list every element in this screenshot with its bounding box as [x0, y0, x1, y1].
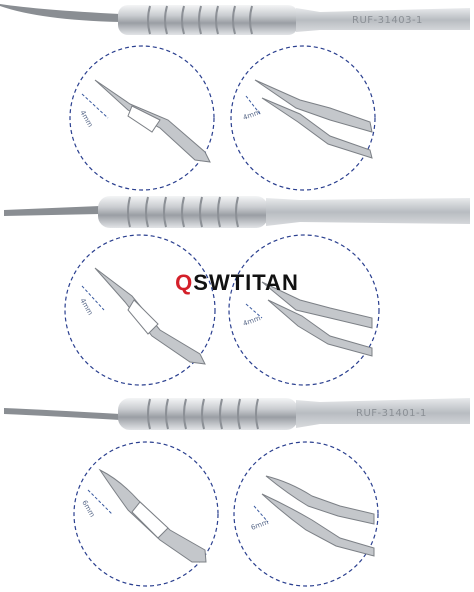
detail-3a-circle — [73, 441, 219, 587]
detail-1a-measure-line — [81, 93, 109, 119]
detail-2a-measure: 4mm — [78, 297, 94, 317]
brand-watermark: QSWTITAN — [0, 270, 474, 296]
detail-1a-measure: 4mm — [78, 109, 94, 129]
instrument-1-label: RUF-31403-1 — [352, 15, 423, 26]
detail-1b-circle — [230, 45, 376, 191]
detail-1b-measure: 4mm — [242, 108, 262, 122]
detail-2a-forceps-tip — [94, 267, 206, 365]
instrument-1-tip — [0, 4, 120, 22]
detail-1a-circle — [69, 45, 215, 191]
detail-2b: 4mm — [228, 234, 380, 386]
detail-1a: 4mm — [69, 45, 215, 191]
detail-1b-measure-line — [245, 95, 261, 115]
instrument-1-grip-rings — [147, 5, 253, 35]
instrument-3-tip — [4, 408, 120, 420]
detail-2b-measure: 4mm — [242, 314, 262, 328]
detail-3b-measure-line — [253, 505, 269, 523]
instrument-1: RUF-31403-1 — [0, 4, 470, 35]
detail-2a-measure-line — [81, 285, 105, 311]
detail-1a-forceps-tip — [94, 79, 211, 163]
instrument-2-grip-rings — [127, 196, 239, 228]
detail-1b-forceps-tip — [254, 79, 373, 159]
detail-2a-circle — [64, 234, 216, 386]
detail-1b: 4mm — [230, 45, 376, 191]
detail-3a: 6mm — [73, 441, 219, 587]
instrument-1-grip — [118, 5, 298, 35]
detail-2b-forceps-tip — [261, 281, 373, 357]
detail-3a-forceps-tip — [98, 468, 207, 563]
instrument-3-grip-rings — [147, 398, 259, 430]
detail-3a-measure-line — [87, 489, 113, 515]
instrument-3-grip — [118, 398, 298, 430]
brand-watermark-accent: Q — [175, 270, 194, 295]
detail-2b-measure-line — [245, 303, 263, 319]
detail-3b-circle — [233, 441, 379, 587]
detail-2a: 4mm — [64, 234, 216, 386]
instrument-2-handle — [266, 198, 470, 226]
detail-3b: 6mm — [233, 441, 379, 587]
instrument-2 — [4, 196, 470, 228]
detail-3b-forceps-tip — [261, 475, 375, 557]
instrument-3-handle — [296, 398, 470, 428]
detail-3a-measure: 6mm — [80, 499, 96, 519]
brand-watermark-rest: SWTITAN — [193, 270, 299, 295]
detail-2b-circle — [228, 234, 380, 386]
instrument-1-handle — [296, 8, 470, 32]
instrument-3-label: RUF-31401-1 — [356, 408, 427, 419]
instrument-2-tip — [4, 206, 100, 216]
instrument-3: RUF-31401-1 — [4, 398, 470, 430]
detail-3b-measure: 6mm — [250, 518, 270, 532]
